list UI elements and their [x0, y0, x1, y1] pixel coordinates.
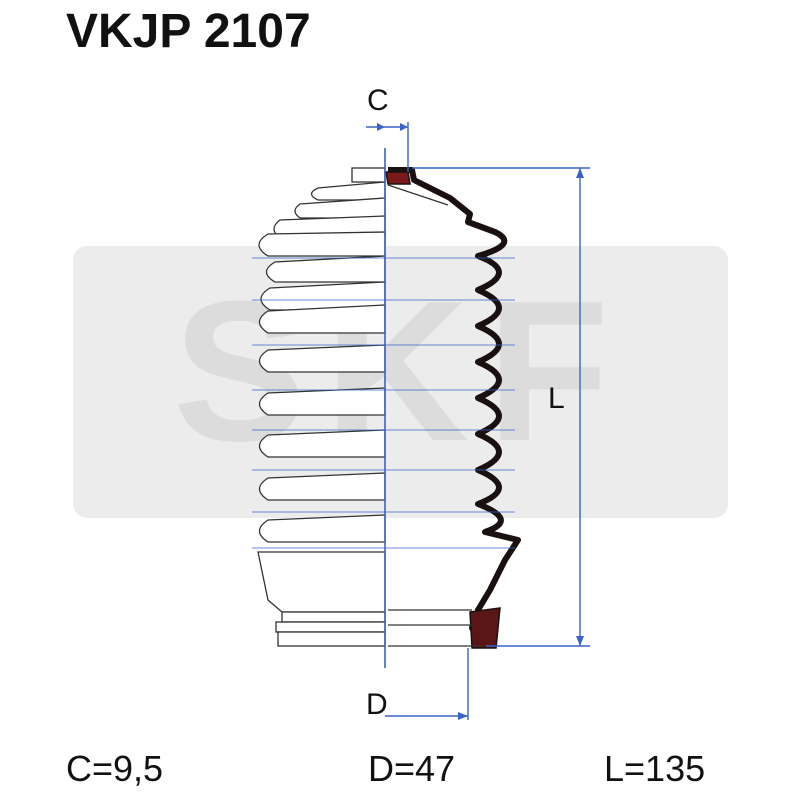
dimension-c — [366, 122, 409, 172]
boot-outline-left-half — [257, 167, 386, 647]
dimension-l — [412, 167, 590, 647]
dimension-d-label: D — [366, 688, 388, 721]
part-number-title: VKJP 2107 — [66, 5, 311, 58]
spec-c-value: C=9,5 — [66, 748, 164, 789]
skf-watermark-text: SKF — [173, 260, 627, 483]
section-guide-lines — [252, 257, 515, 549]
dimension-l-label: L — [548, 382, 565, 415]
dimension-d — [385, 648, 469, 720]
spec-d-value: D=47 — [368, 748, 456, 789]
spec-l-value: L=135 — [604, 748, 706, 789]
dimension-c-label: C — [367, 84, 389, 117]
boot-section-right-half — [385, 167, 521, 649]
skf-watermark: SKF — [73, 246, 728, 518]
